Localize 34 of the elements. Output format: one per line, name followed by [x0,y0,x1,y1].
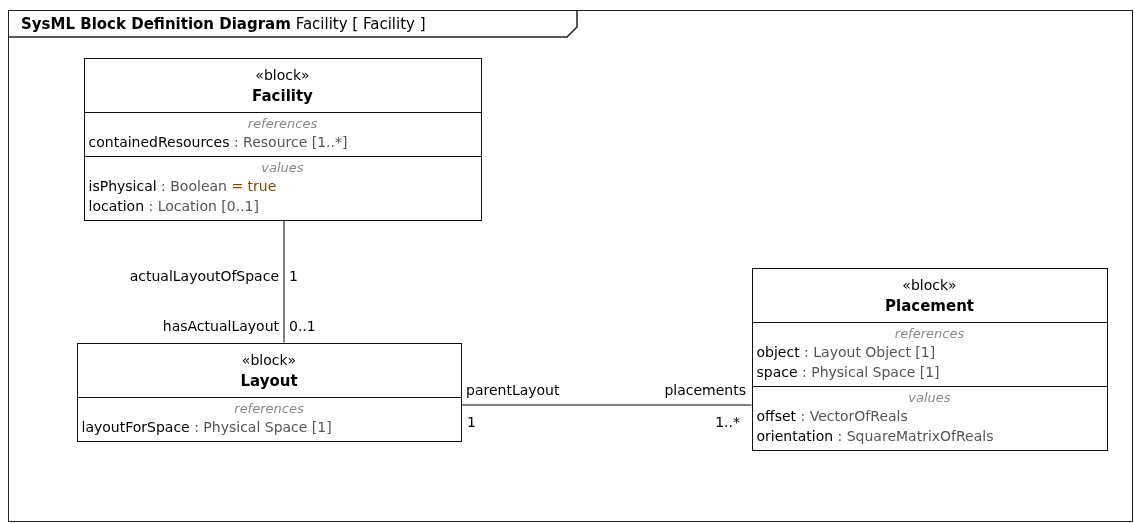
property-text: containedResources : Resource [1..*] [88,132,349,152]
property-text: offset : VectorOfReals [756,406,909,426]
frame-heading: SysML Block Definition Diagram Facility [ Facility ] [21,15,426,33]
association-end-label: 0..1 [289,317,316,335]
association-line [283,219,285,344]
property-text: space : Physical Space [1] [756,362,941,382]
compartment-heading: values [907,388,952,406]
property-text: object : Layout Object [1] [756,342,937,362]
compartment-heading: values [260,158,305,176]
association-end-label: parentLayout [466,381,560,399]
block-box [76,342,462,442]
property-text: isPhysical : Boolean = true [88,176,278,196]
association-end-label: actualLayoutOfSpace [129,267,279,285]
diagram-frame [8,10,1133,522]
block-name: Placement [884,295,975,317]
association-line [460,404,753,406]
compartment-heading: references [233,399,305,417]
property-text: orientation : SquareMatrixOfReals [756,426,995,446]
stereotype-label: «block» [901,275,958,295]
association-end-label: placements [664,381,746,399]
block-name: Facility [251,85,314,107]
association-end-label: 1..* [715,413,740,431]
association-end-label: hasActualLayout [162,317,279,335]
property-text: layoutForSpace : Physical Space [1] [81,417,333,437]
block-box [83,57,482,221]
association-end-label: 1 [467,413,476,431]
compartment-heading: references [246,114,319,132]
association-end-label: 1 [289,267,298,285]
property-text: location : Location [0..1] [88,196,260,216]
block-box [751,267,1108,451]
compartment-heading: references [893,324,966,342]
block-name: Layout [239,370,299,392]
stereotype-label: «block» [254,65,311,85]
stereotype-label: «block» [240,350,298,370]
